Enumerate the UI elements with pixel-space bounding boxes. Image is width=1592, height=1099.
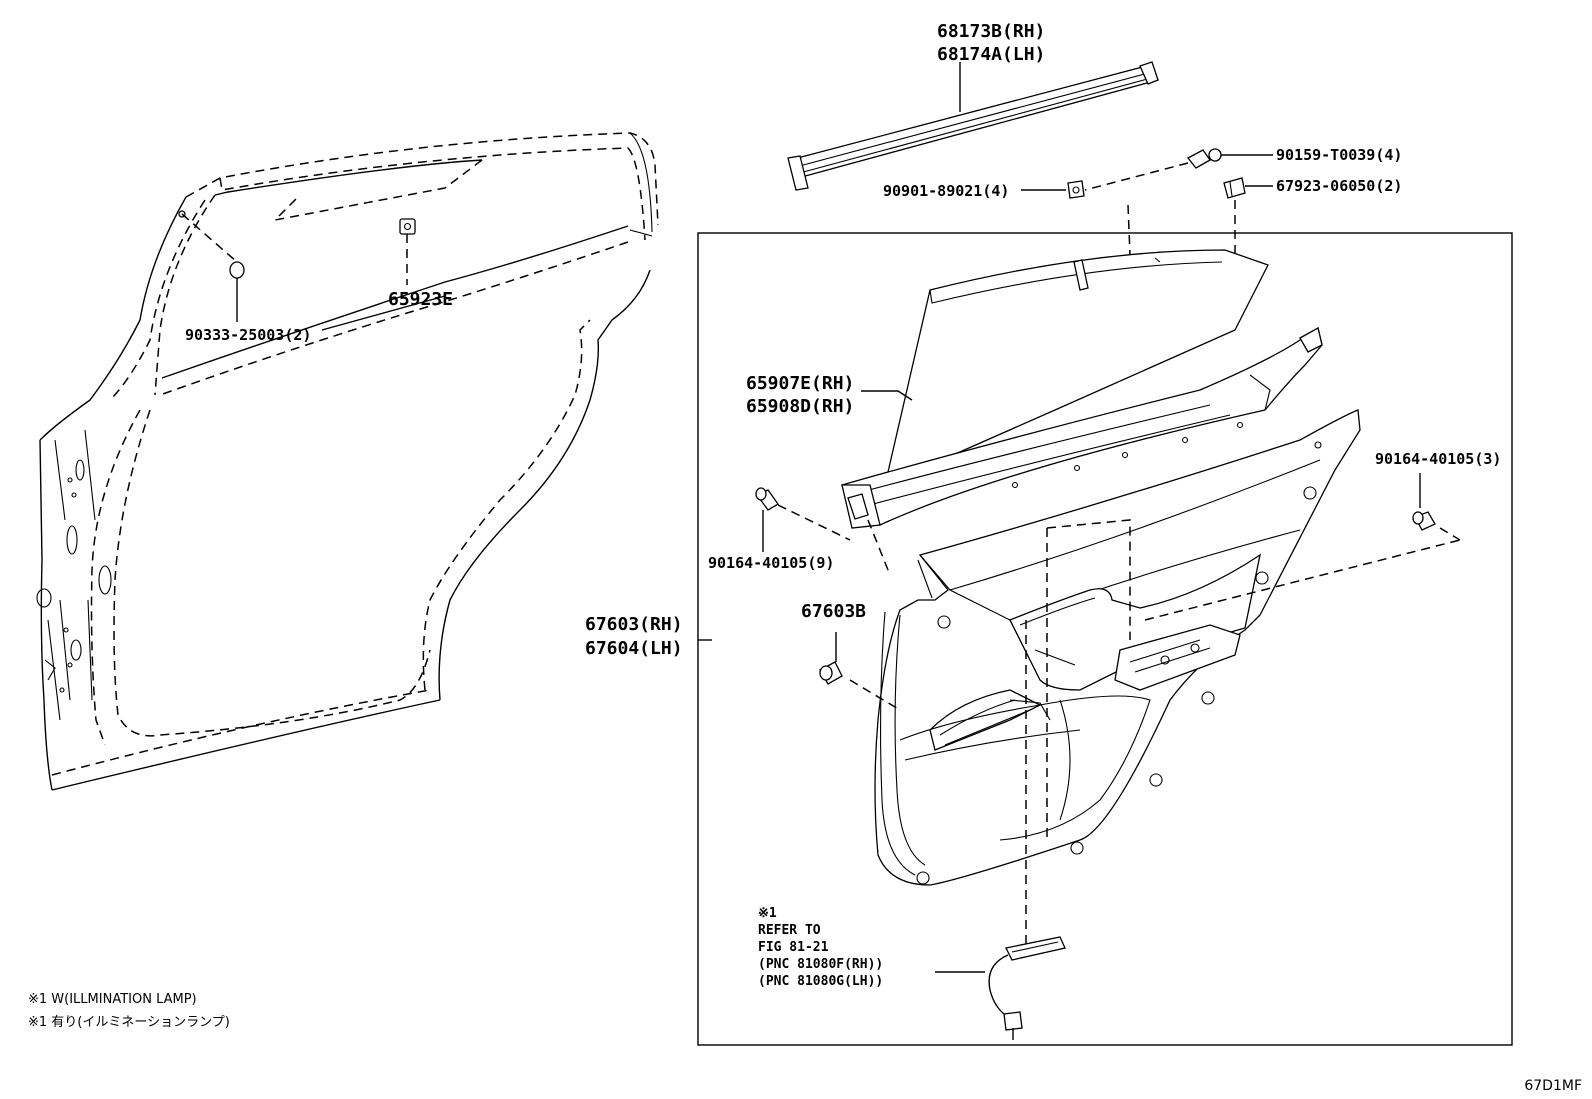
clip-icon <box>1223 177 1246 199</box>
footnote-en: ※1 W(ILLMINATION LAMP) <box>28 992 197 1007</box>
door-trim-panel <box>874 409 1361 886</box>
refer-mark: ※1 <box>758 906 777 921</box>
clip-icon <box>1067 180 1085 199</box>
assembly-box <box>697 232 1513 1046</box>
label-68174a: 68174A(LH) <box>937 44 1045 65</box>
label-67603: 67603(RH) <box>585 614 683 635</box>
label-90164-3: 90164-40105(3) <box>1375 450 1501 468</box>
label-65923e: 65923E <box>388 289 453 310</box>
label-90901: 90901-89021(4) <box>883 182 1009 200</box>
trim-rail <box>841 326 1323 529</box>
refer-line-3: (PNC 81080F(RH)) <box>758 957 883 972</box>
refer-line-1: REFER TO <box>758 923 821 938</box>
label-90333: 90333-25003(2) <box>185 326 311 344</box>
grommet-icon <box>229 261 245 279</box>
push-clip-icon <box>819 661 843 685</box>
refer-note: ※1 REFER TO FIG 81-21 (PNC 81080F(RH)) (… <box>758 906 883 989</box>
label-65907e: 65907E(RH) <box>746 373 854 394</box>
label-68173b: 68173B(RH) <box>937 21 1045 42</box>
refer-line-4: (PNC 81080G(LH)) <box>758 974 883 989</box>
label-90164-9: 90164-40105(9) <box>708 554 834 572</box>
belt-weatherstrip <box>787 61 1159 191</box>
door-trim-upper <box>884 249 1269 487</box>
bolt-icon <box>755 487 779 511</box>
refer-line-2: FIG 81-21 <box>758 940 829 955</box>
bolt-icon <box>1412 511 1436 531</box>
footnotes: ※1 W(ILLMINATION LAMP) ※1 有り(イルミネーションランプ… <box>28 992 230 1030</box>
nut-icon <box>399 218 416 235</box>
label-67603b: 67603B <box>801 601 866 622</box>
figure-code: 67D1MF <box>1524 1078 1582 1094</box>
lamp-connector-icon <box>988 936 1066 1040</box>
door-frame <box>36 132 659 791</box>
callout-labels: 68173B(RH) 68174A(LH) 90159-T0039(4) 909… <box>185 21 1501 659</box>
footnote-ja: ※1 有り(イルミネーションランプ) <box>28 1015 230 1030</box>
bolt-icon <box>1187 148 1222 169</box>
label-67923: 67923-06050(2) <box>1276 177 1402 195</box>
label-67604: 67604(LH) <box>585 638 683 659</box>
label-65908d: 65908D(RH) <box>746 396 854 417</box>
label-90159: 90159-T0039(4) <box>1276 146 1402 164</box>
